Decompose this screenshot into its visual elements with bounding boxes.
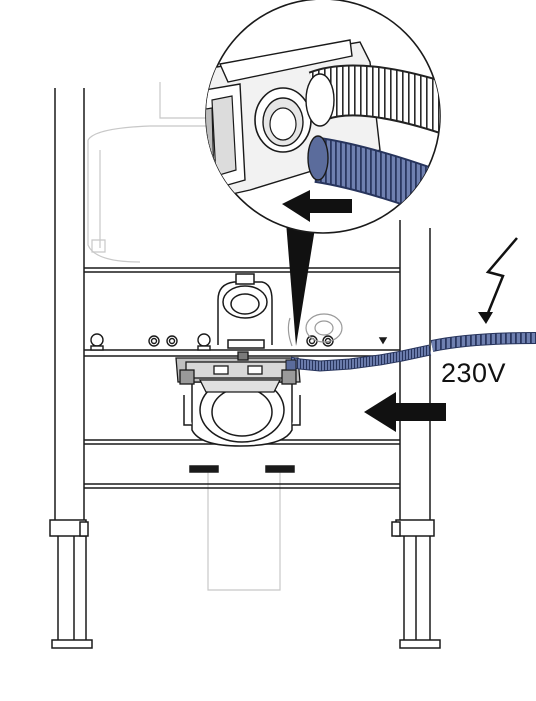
main-insert-arrow bbox=[364, 392, 446, 432]
detail-callout-pointer bbox=[286, 222, 316, 346]
electrical-box bbox=[175, 351, 301, 393]
detail-magnifier bbox=[205, 0, 441, 234]
mains-cable bbox=[430, 332, 536, 352]
flush-pipe bbox=[217, 273, 273, 349]
frame-right-leg bbox=[391, 220, 441, 649]
frame-left-leg bbox=[49, 88, 93, 649]
drain-outlet bbox=[183, 377, 301, 473]
background-cistern bbox=[87, 82, 281, 591]
power-cable-installed bbox=[285, 344, 432, 372]
wall-socket-behind bbox=[287, 313, 343, 347]
lightning-bolt-icon bbox=[478, 237, 518, 324]
voltage-label: 230V bbox=[441, 358, 507, 388]
